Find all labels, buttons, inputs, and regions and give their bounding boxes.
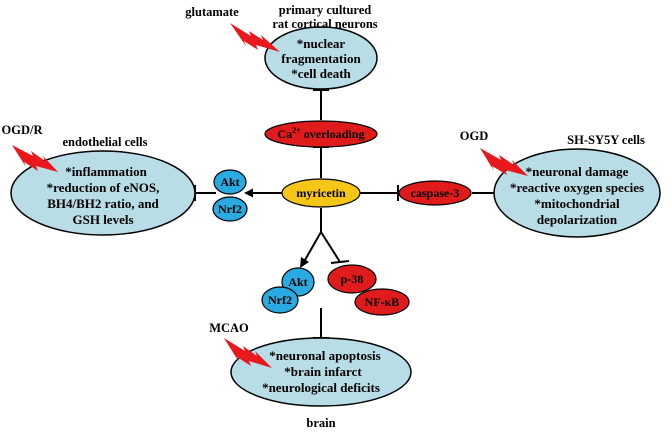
right-effect-line-3: *mitochondrial [534, 196, 620, 211]
p38-node: p-38 [327, 264, 377, 294]
activate-line-bottom [304, 231, 322, 261]
nfkb-label: NF-κB [365, 295, 400, 309]
ca-overloading-ellipse [264, 120, 378, 148]
bottom-effect-ellipse [230, 337, 412, 407]
right-lightning-icon [480, 148, 528, 176]
bottom-nrf2-label: Nrf2 [268, 293, 292, 307]
top-effect-line-2: fragmentation [281, 51, 361, 66]
right-effect-line-1: *neuronal damage [526, 164, 629, 179]
right-effect-group: *neuronal damage *reactive oxygen specie… [493, 148, 661, 238]
myricetin-label: myricetin [296, 186, 346, 200]
bottom-context: brain [306, 416, 335, 430]
bottom-lightning-icon [224, 338, 272, 368]
caspase-3-ellipse [398, 180, 472, 206]
left-effect-line-3: BH4/BH2 ratio, and [47, 196, 159, 211]
bottom-insult-label: MCAO [209, 321, 249, 335]
left-akt-node: Akt [213, 169, 247, 195]
left-effect-group: *inflammation *reduction of eNOS, BH4/BH… [10, 150, 196, 236]
right-effect-ellipse [493, 148, 661, 238]
activate-arrow-bottom [300, 257, 309, 268]
top-insult-label: glutamate [185, 5, 239, 19]
left-effect-line-4: GSH levels [72, 212, 133, 227]
right-context: SH-SY5Y cells [567, 133, 645, 147]
inhibit-bar-p38 [330, 260, 350, 264]
top-effect-line-3: *cell death [291, 66, 351, 81]
bottom-nrf2-node: Nrf2 [261, 286, 299, 314]
left-akt-ellipse [213, 169, 247, 195]
right-effect-line-4: depolarization [537, 212, 618, 227]
bottom-nrf2-ellipse [261, 286, 299, 314]
bottom-effect-line-1: *neuronal apoptosis [269, 348, 380, 363]
caspase-3-label: caspase-3 [411, 186, 460, 200]
left-akt-label: Akt [220, 175, 239, 189]
top-context-line-2: rat cortical neurons [272, 17, 377, 31]
caspase-3-node: caspase-3 [398, 180, 472, 206]
left-nrf2-label: Nrf2 [218, 202, 242, 216]
p38-label: p-38 [341, 272, 364, 286]
top-effect-group: *nuclear fragmentation *cell death [264, 26, 378, 90]
top-context-line-1: primary cultured [279, 3, 372, 17]
left-effect-line-2: *reduction of eNOS, [47, 180, 160, 195]
top-lightning-icon [230, 23, 280, 52]
bottom-effect-group: *neuronal apoptosis *brain infarct *neur… [230, 337, 412, 407]
ca-overloading-label: Ca2+ overloading [278, 126, 365, 141]
left-effect-ellipse [10, 150, 196, 236]
left-insult-label: OGD/R [2, 123, 44, 137]
right-effect-line-2: *reactive oxygen species [510, 180, 644, 195]
top-effect-ellipse [264, 26, 378, 90]
ca-overloading-node: Ca2+ overloading [264, 120, 378, 148]
left-context: endothelial cells [62, 135, 147, 149]
nfkb-node: NF-κB [354, 288, 410, 316]
left-nrf2-node: Nrf2 [212, 196, 248, 222]
left-effect-line-1: *inflammation [65, 164, 147, 179]
myricetin-node: myricetin [281, 178, 361, 208]
myricetin-ellipse [281, 178, 361, 208]
bottom-effect-line-3: *neurological deficits [262, 380, 380, 395]
bottom-effect-line-2: *brain infarct [284, 364, 362, 379]
bottom-akt-label: Akt [288, 275, 307, 289]
right-insult-label: OGD [460, 129, 488, 143]
left-lightning-icon [12, 145, 58, 172]
top-effect-line-1: *nuclear [297, 36, 346, 51]
p38-ellipse [327, 264, 377, 294]
inhibit-line-p38 [320, 231, 341, 263]
nfkb-ellipse [354, 288, 410, 316]
activate-arrow-left [244, 188, 253, 198]
left-nrf2-ellipse [212, 196, 248, 222]
